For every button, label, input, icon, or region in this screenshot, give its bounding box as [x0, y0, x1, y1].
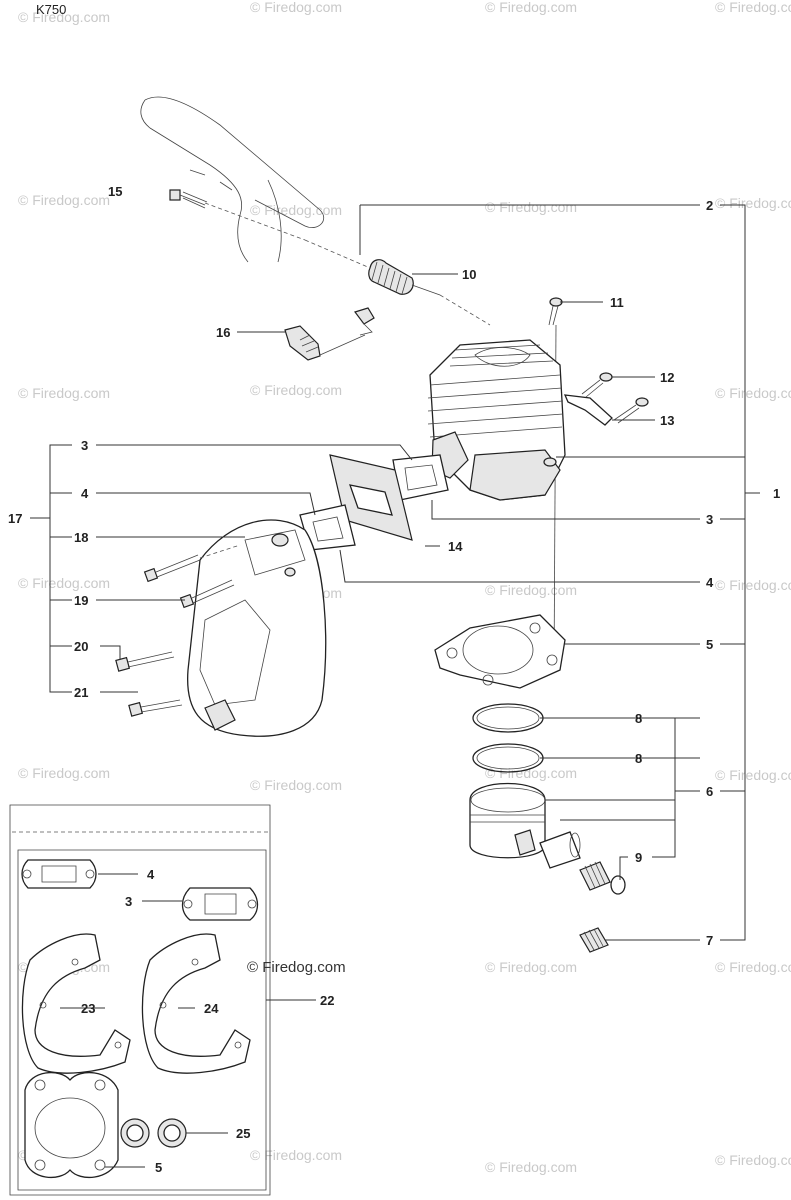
- callout-7: 7: [706, 933, 713, 948]
- callouts: 2 1 10 11 12 13 15 16 3 4 17 18 19 20 21…: [8, 184, 780, 1175]
- callout-14: 14: [448, 539, 463, 554]
- screw-12: [581, 372, 613, 398]
- bolt-21: [128, 699, 183, 717]
- callout-1: 1: [773, 486, 780, 501]
- callout-22: 22: [320, 993, 334, 1008]
- watermark: © Firedog.com: [485, 765, 577, 781]
- decompression-valve-16: [284, 307, 375, 361]
- gasket-kit-box: [9, 804, 271, 1196]
- watermark: © Firedog.com: [485, 582, 577, 598]
- needle-bearing-7: [579, 927, 609, 953]
- bolt-18: [143, 554, 201, 583]
- watermark: © Firedog.com: [715, 0, 791, 15]
- callout-19: 19: [74, 593, 88, 608]
- callout-12: 12: [660, 370, 674, 385]
- callout-20: 20: [74, 639, 88, 654]
- bracket-12-13: [563, 394, 613, 426]
- watermark: © Firedog.com: [250, 382, 342, 398]
- callout-13: 13: [660, 413, 674, 428]
- oil-seal-25: [157, 1118, 187, 1148]
- watermark: © Firedog.com: [18, 385, 110, 401]
- callout-11: 11: [610, 295, 624, 310]
- callout-3: 3: [81, 438, 88, 453]
- callout-10: 10: [462, 267, 476, 282]
- watermark: © Firedog.com: [250, 0, 342, 15]
- piston-ring-8: [472, 703, 544, 733]
- kit-cylinder-gasket-5: [24, 1071, 119, 1179]
- callout-24: 24: [204, 1001, 219, 1016]
- kit-stamp: © Firedog.com: [247, 959, 346, 976]
- callout-9: 9: [635, 850, 642, 865]
- watermark: © Firedog.com: [18, 575, 110, 591]
- watermark: © Firedog.com: [250, 1147, 342, 1163]
- muffler-17: [186, 519, 327, 737]
- callout-15: 15: [108, 184, 122, 199]
- crankcase-gasket-24: [141, 933, 251, 1074]
- callout-8: 8: [635, 751, 642, 766]
- callout-5: 5: [155, 1160, 162, 1175]
- callout-17: 17: [8, 511, 22, 526]
- callout-6: 6: [706, 784, 713, 799]
- watermark: © Firedog.com: [250, 777, 342, 793]
- watermark: © Firedog.com: [715, 959, 791, 975]
- callout-4: 4: [81, 486, 89, 501]
- watermark: © Firedog.com: [715, 577, 791, 593]
- leader-lines: [30, 204, 760, 941]
- model-label: K750: [36, 2, 66, 17]
- screw-15: [169, 189, 208, 209]
- piston-6: [469, 782, 546, 859]
- callout-16: 16: [216, 325, 230, 340]
- callout-18: 18: [74, 530, 88, 545]
- callout-5: 5: [706, 637, 713, 652]
- bolt-19: [179, 579, 235, 609]
- circlip-9: [610, 875, 626, 895]
- kit-gasket-4: [21, 859, 97, 889]
- watermark: © Firedog.com: [485, 0, 577, 15]
- watermark-layer: © Firedog.com © Firedog.com © Firedog.co…: [18, 0, 791, 1175]
- crankcase-gasket-23: [21, 933, 131, 1074]
- callout-4: 4: [706, 575, 714, 590]
- watermark: © Firedog.com: [715, 195, 791, 211]
- spring-10: [368, 259, 441, 296]
- watermark: © Firedog.com: [485, 959, 577, 975]
- cylinder-1: [427, 339, 566, 501]
- callout-23: 23: [81, 1001, 95, 1016]
- callout-8: 8: [635, 711, 642, 726]
- oil-seal-25: [120, 1118, 150, 1148]
- handle-illustration: [140, 96, 325, 263]
- heat-shield-14: [329, 454, 413, 541]
- watermark: © Firedog.com: [250, 202, 342, 218]
- callout-4: 4: [147, 867, 155, 882]
- callout-3: 3: [125, 894, 132, 909]
- watermark: © Firedog.com: [18, 765, 110, 781]
- watermark: © Firedog.com: [715, 1152, 791, 1168]
- kit-gasket-3: [181, 887, 259, 921]
- watermark: © Firedog.com: [485, 1159, 577, 1175]
- watermark: © Firedog.com: [715, 767, 791, 783]
- watermark: © Firedog.com: [485, 199, 577, 215]
- bolt-20: [115, 651, 175, 672]
- cylinder-gasket-5: [434, 614, 566, 689]
- watermark: © Firedog.com: [18, 192, 110, 208]
- piston-pin: [539, 831, 581, 869]
- watermark: © Firedog.com: [18, 9, 110, 25]
- screw-13: [613, 397, 649, 424]
- callout-25: 25: [236, 1126, 250, 1141]
- callout-2: 2: [706, 198, 713, 213]
- watermark: © Firedog.com: [715, 385, 791, 401]
- callout-3: 3: [706, 512, 713, 527]
- callout-21: 21: [74, 685, 88, 700]
- needle-bearing: [579, 861, 611, 891]
- screw-11: [548, 297, 563, 326]
